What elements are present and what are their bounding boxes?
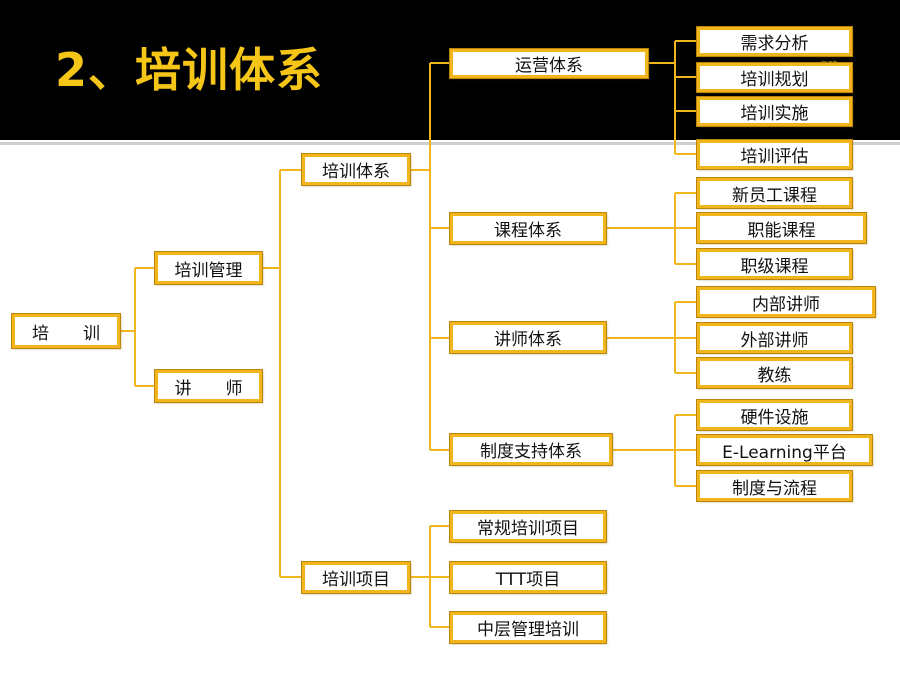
node-label: 需求分析 bbox=[740, 34, 809, 54]
connector-root bbox=[120, 267, 155, 387]
node-rank-course: 职级课程 bbox=[697, 249, 852, 279]
connector-project bbox=[410, 525, 450, 628]
node-label: 运营体系 bbox=[515, 56, 583, 76]
connector-support bbox=[612, 414, 697, 487]
node-label: 硬件设施 bbox=[740, 407, 809, 428]
node-label: 培训评估 bbox=[740, 147, 809, 167]
node-label: 培训规划 bbox=[740, 70, 809, 90]
node-label: 制度支持体系 bbox=[480, 442, 582, 462]
node-coach: 教练 bbox=[697, 358, 852, 388]
node-lecturer: 讲 师 bbox=[155, 370, 262, 402]
node-root: 培 训 bbox=[12, 314, 120, 348]
node-label: 讲 师 bbox=[174, 378, 243, 399]
node-label: 课程体系 bbox=[494, 221, 562, 241]
node-training-project: 培训项目 bbox=[302, 562, 410, 593]
node-label: 职能课程 bbox=[747, 220, 816, 241]
node-training-management: 培训管理 bbox=[155, 252, 262, 284]
node-course-system: 课程体系 bbox=[450, 213, 606, 244]
node-regular-training-project: 常规培训项目 bbox=[450, 511, 606, 542]
connector-mgmt bbox=[262, 169, 302, 578]
connector-teacher bbox=[606, 301, 697, 374]
node-training-planning: 培训规划 bbox=[697, 63, 852, 92]
node-hardware-facilities: 硬件设施 bbox=[697, 400, 852, 430]
node-label: 外部讲师 bbox=[740, 330, 809, 351]
node-label: 培 训 bbox=[32, 323, 100, 344]
node-label: 制度与流程 bbox=[732, 478, 817, 499]
node-training-implementation: 培训实施 bbox=[697, 97, 852, 126]
node-teacher-system: 讲师体系 bbox=[450, 322, 606, 353]
node-ttt-project: TTT项目 bbox=[450, 562, 606, 593]
node-functional-course: 职能课程 bbox=[697, 213, 866, 243]
node-label: 培训项目 bbox=[322, 570, 390, 590]
node-ops-system: 运营体系 bbox=[450, 49, 648, 78]
node-label: 职级课程 bbox=[740, 256, 809, 277]
connector-ops bbox=[648, 40, 697, 155]
node-needs-analysis: 需求分析 bbox=[697, 27, 852, 56]
node-rules-and-process: 制度与流程 bbox=[697, 471, 852, 501]
slide-title: 2、培训体系 bbox=[55, 43, 324, 97]
node-label: 教练 bbox=[757, 365, 792, 386]
node-label: 培训实施 bbox=[740, 104, 809, 124]
node-label: 培训体系 bbox=[322, 162, 390, 182]
node-new-employee-course: 新员工课程 bbox=[697, 178, 852, 208]
node-elearning-platform: E-Learning平台 bbox=[697, 435, 872, 465]
connector-system bbox=[410, 62, 450, 451]
node-label: 培训管理 bbox=[174, 260, 243, 281]
node-label: TTT项目 bbox=[495, 570, 561, 590]
node-middle-management-training: 中层管理培训 bbox=[450, 612, 606, 643]
divider bbox=[0, 142, 900, 145]
node-label: 内部讲师 bbox=[752, 294, 820, 315]
node-training-system: 培训体系 bbox=[302, 154, 410, 185]
node-label: 中层管理培训 bbox=[477, 620, 579, 640]
node-internal-lecturer: 内部讲师 bbox=[697, 287, 875, 317]
node-external-lecturer: 外部讲师 bbox=[697, 323, 852, 353]
node-training-evaluation: 培训评估 bbox=[697, 140, 852, 169]
connector-course bbox=[606, 192, 697, 265]
node-label: 讲师体系 bbox=[494, 330, 562, 350]
node-label: 新员工课程 bbox=[732, 185, 817, 206]
node-label: E-Learning平台 bbox=[722, 442, 847, 463]
node-support-system: 制度支持体系 bbox=[450, 434, 612, 465]
node-label: 常规培训项目 bbox=[477, 519, 579, 539]
